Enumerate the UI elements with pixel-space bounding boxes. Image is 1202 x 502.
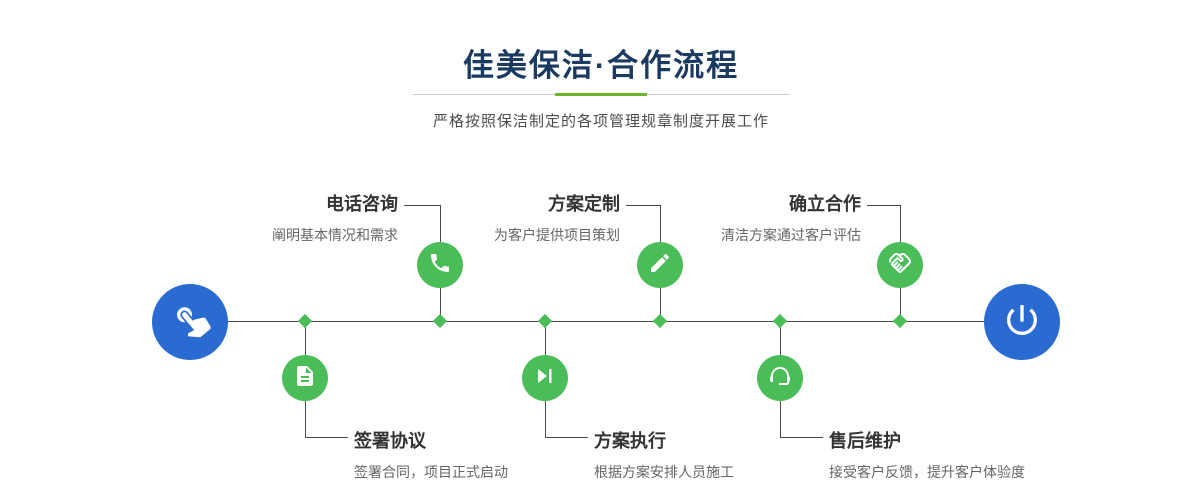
- connector-line: [867, 205, 900, 206]
- timeline-node-diamond: [892, 313, 908, 329]
- timeline-node-diamond: [297, 313, 313, 329]
- step-node-cooperation: [877, 242, 923, 288]
- play-execute-icon: [533, 364, 557, 393]
- title-divider-accent: [555, 93, 647, 96]
- step-title: 确立合作: [789, 194, 861, 214]
- step-text-contract: 签署协议 签署合同，项目正式启动: [354, 427, 614, 482]
- connector-line: [305, 437, 348, 438]
- power-icon: [1002, 300, 1042, 345]
- step-desc: 接受客户反馈，提升客户体验度: [829, 464, 1025, 480]
- phone-icon: [428, 251, 452, 280]
- step-node-service: [757, 355, 803, 401]
- step-title: 售后维护: [829, 431, 901, 451]
- timeline-node-diamond: [652, 313, 668, 329]
- page-title: 佳美保洁·合作流程: [462, 48, 740, 83]
- contract-document-icon: [293, 364, 317, 393]
- handshake-icon: [888, 251, 912, 280]
- timeline-node-diamond: [432, 313, 448, 329]
- start-node: [152, 284, 228, 360]
- step-node-design: [637, 242, 683, 288]
- step-text-design: 方案定制 为客户提供项目策划: [400, 190, 620, 245]
- step-desc: 清洁方案通过客户评估: [721, 227, 861, 243]
- end-node: [984, 284, 1060, 360]
- connector-line: [404, 205, 440, 206]
- step-desc: 根据方案安排人员施工: [594, 464, 734, 480]
- step-node-execute: [522, 355, 568, 401]
- step-text-execute: 方案执行 根据方案安排人员施工: [594, 427, 854, 482]
- step-text-cooperation: 确立合作 清洁方案通过客户评估: [641, 190, 861, 245]
- step-node-contract: [282, 355, 328, 401]
- timeline-node-diamond: [772, 313, 788, 329]
- step-text-phone: 电话咨询 阐明基本情况和需求: [178, 190, 398, 245]
- timeline-main-line: [190, 321, 1022, 322]
- pencil-design-icon: [648, 251, 672, 280]
- step-title: 方案定制: [548, 194, 620, 214]
- headset-service-icon: [768, 364, 792, 393]
- step-desc: 阐明基本情况和需求: [272, 227, 398, 243]
- step-text-service: 售后维护 接受客户反馈，提升客户体验度: [829, 427, 1109, 482]
- title-divider: [412, 93, 790, 96]
- step-title: 方案执行: [594, 431, 666, 451]
- connector-line: [626, 205, 660, 206]
- timeline-node-diamond: [537, 313, 553, 329]
- step-node-phone: [417, 242, 463, 288]
- step-title: 签署协议: [354, 431, 426, 451]
- connector-line: [780, 437, 823, 438]
- step-desc: 签署合同，项目正式启动: [354, 464, 508, 480]
- page-subtitle: 严格按照保洁制定的各项管理规章制度开展工作: [432, 113, 769, 130]
- hand-pointer-icon: [170, 300, 211, 345]
- step-title: 电话咨询: [326, 194, 398, 214]
- connector-line: [545, 437, 588, 438]
- step-desc: 为客户提供项目策划: [494, 227, 620, 243]
